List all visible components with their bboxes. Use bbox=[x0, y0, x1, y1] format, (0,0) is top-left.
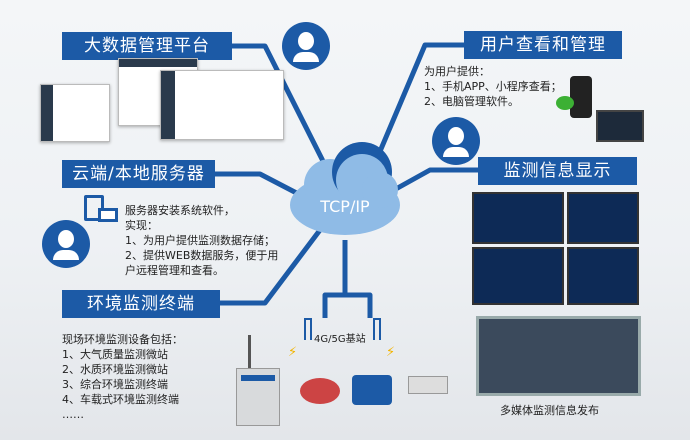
computer-icon bbox=[596, 110, 644, 142]
label-display: 监测信息显示 bbox=[478, 157, 637, 185]
person-icon bbox=[432, 117, 480, 165]
display-screen bbox=[567, 247, 639, 305]
cloud-icon bbox=[290, 142, 400, 235]
person-icon bbox=[282, 22, 330, 70]
map-screenshot bbox=[160, 70, 284, 140]
phone-icon bbox=[570, 76, 592, 118]
display-screen bbox=[567, 192, 639, 244]
user-text: 为用户提供：1、手机APP、小程序查看；2、电脑管理软件。 bbox=[424, 65, 562, 108]
antenna-icon bbox=[373, 318, 381, 340]
antenna-icon bbox=[304, 318, 312, 340]
display-screen bbox=[472, 247, 564, 305]
cloud-label: TCP/IP bbox=[320, 197, 370, 216]
dashboard-screenshot bbox=[40, 84, 110, 142]
device-pole bbox=[248, 335, 251, 373]
lightning-icon: ⚡ bbox=[288, 345, 298, 360]
display-caption: 多媒体监测信息发布 bbox=[500, 404, 599, 417]
person-icon bbox=[42, 220, 90, 268]
label-user-view: 用户查看和管理 bbox=[464, 31, 622, 59]
display-screen bbox=[472, 192, 564, 244]
monitor-icon bbox=[98, 208, 118, 222]
label-platform: 大数据管理平台 bbox=[62, 32, 232, 60]
water-monitor-device bbox=[300, 378, 340, 404]
wechat-icon bbox=[556, 96, 574, 110]
lightning-icon: ⚡ bbox=[386, 345, 396, 360]
vehicle-terminal-device bbox=[408, 376, 448, 394]
base-station-label: 4G/5G基站 bbox=[314, 334, 366, 345]
air-monitor-device bbox=[236, 368, 280, 426]
label-terminal: 环境监测终端 bbox=[62, 290, 220, 318]
label-server: 云端/本地服务器 bbox=[62, 160, 215, 188]
server-text: 服务器安装系统软件，实现：1、为用户提供监测数据存储；2、提供WEB数据服务，便… bbox=[125, 204, 279, 277]
video-wall bbox=[476, 316, 641, 396]
monitor-terminal-device bbox=[352, 375, 392, 405]
